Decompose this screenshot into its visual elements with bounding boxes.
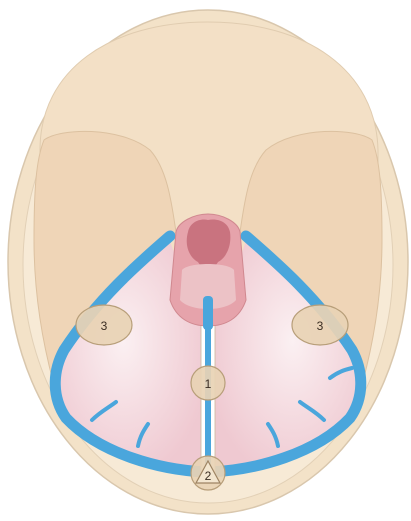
marker-left-label: 3 xyxy=(101,319,108,333)
marker-right: 3 xyxy=(292,305,348,345)
marker-center: 1 xyxy=(191,366,225,400)
marker-bottom-label: 2 xyxy=(205,469,212,483)
basilar-sinus xyxy=(203,296,213,330)
marker-center-label: 1 xyxy=(205,377,212,391)
marker-bottom: 2 xyxy=(191,456,225,490)
marker-left: 3 xyxy=(76,305,132,345)
marker-right-label: 3 xyxy=(317,319,324,333)
